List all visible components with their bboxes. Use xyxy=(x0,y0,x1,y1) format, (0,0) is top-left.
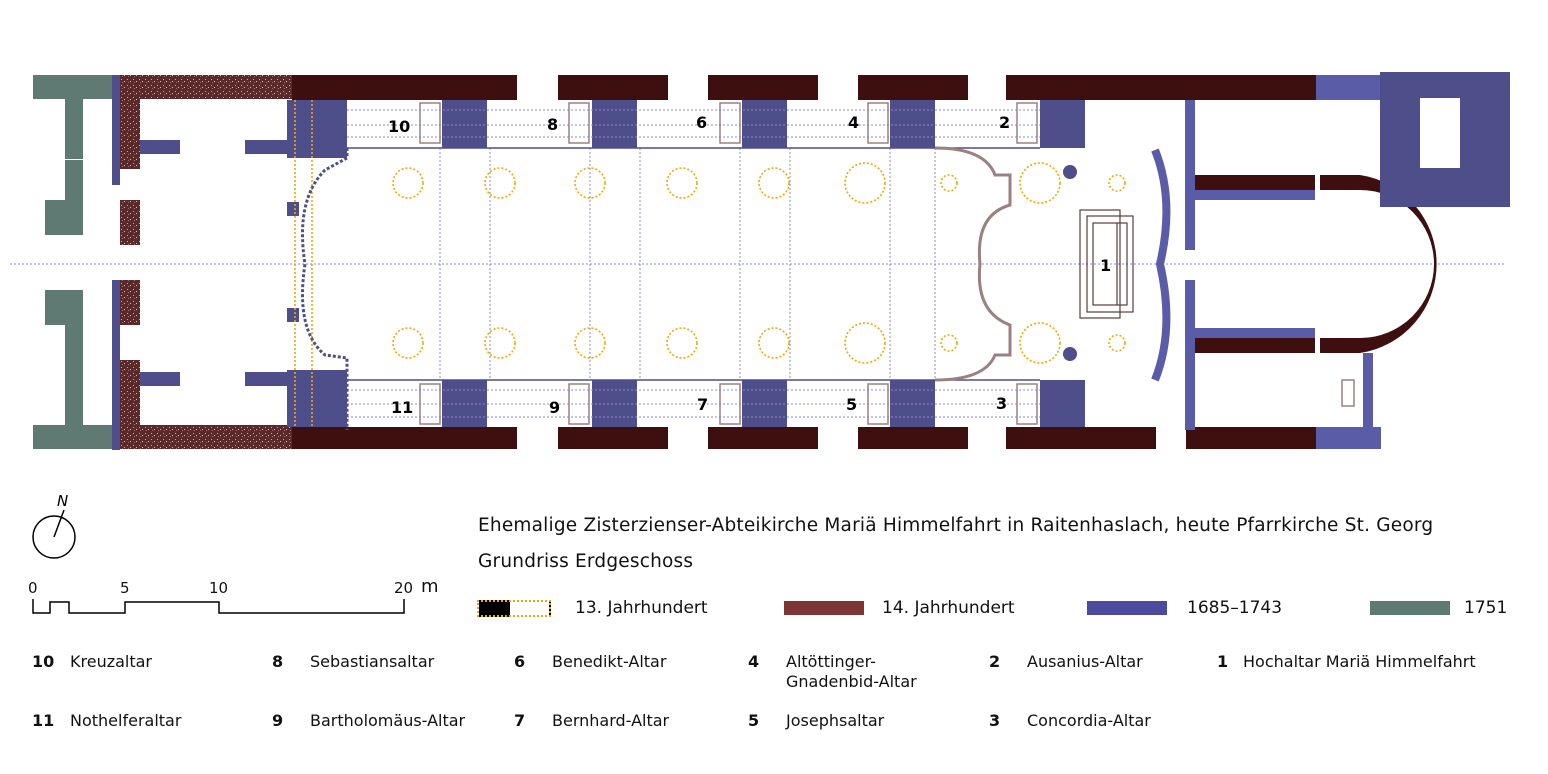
altar-num: 5 xyxy=(748,711,760,730)
gothic-piers xyxy=(294,100,1126,427)
plan-label-10: 10 xyxy=(388,117,410,136)
altar-num: 4 xyxy=(748,652,760,671)
altar-num: 3 xyxy=(989,711,1001,730)
scale-unit: m xyxy=(421,576,439,597)
altar-num: 1 xyxy=(1217,652,1229,671)
north-arrow-icon: N xyxy=(32,492,76,559)
side-altars xyxy=(419,102,1355,425)
legend-13th-century: 13. Jahrhundert xyxy=(477,597,708,619)
choir-screen xyxy=(934,146,1012,382)
altar-key-10: 10 Kreuzaltar xyxy=(32,652,152,672)
altar-key-3: 3 Concordia-Altar xyxy=(989,711,1151,731)
altar-num: 9 xyxy=(272,711,284,730)
legend-label: 1685–1743 xyxy=(1187,598,1283,618)
west-block-walls xyxy=(112,75,292,450)
altar-key-11: 11 Nothelferaltar xyxy=(32,711,181,731)
legend-swatch-baroque xyxy=(1087,601,1167,615)
altar-name: Sebastiansaltar xyxy=(310,652,435,671)
altar-key-9: 9 Bartholomäus-Altar xyxy=(272,711,465,731)
altar-num: 11 xyxy=(32,711,55,730)
altar-key-1: 1 Hochaltar Mariä Himmelfahrt xyxy=(1217,652,1476,672)
plan-label-2: 2 xyxy=(999,113,1010,132)
legend-1751: 1751 xyxy=(1370,597,1507,619)
plan-label-9: 9 xyxy=(549,398,560,417)
plan-title: Ehemalige Zisterzienser-Abteikirche Mari… xyxy=(478,515,1434,536)
altar-num: 10 xyxy=(32,652,55,671)
altar-key-6: 6 Benedikt-Altar xyxy=(514,652,666,672)
north-label: N xyxy=(57,492,68,510)
altar-num: 2 xyxy=(989,652,1001,671)
legend-swatch-13th xyxy=(477,599,551,617)
altar-num: 7 xyxy=(514,711,526,730)
scale-tick-20: 20 xyxy=(394,579,414,597)
altar-name: Altöttinger-Gnadenbid-Altar xyxy=(786,652,917,692)
organ-gallery xyxy=(301,148,349,430)
altar-name: Concordia-Altar xyxy=(1027,711,1151,730)
altar-name: Nothelferaltar xyxy=(70,711,182,730)
scale-tick-0: 0 xyxy=(28,579,38,597)
plan-label-8: 8 xyxy=(547,115,558,134)
altar-num: 8 xyxy=(272,652,284,671)
altar-key-8: 8 Sebastiansaltar xyxy=(272,652,434,672)
altar-name: Benedikt-Altar xyxy=(552,652,667,671)
west-facade-1751 xyxy=(33,75,113,449)
altar-name: Bernhard-Altar xyxy=(552,711,670,730)
altar-name: Josephsaltar xyxy=(786,711,885,730)
legend-label: 14. Jahrhundert xyxy=(882,598,1015,618)
plan-label-4: 4 xyxy=(848,113,859,132)
scale-bar xyxy=(32,599,405,614)
plan-subtitle: Grundriss Erdgeschoss xyxy=(478,551,694,572)
altar-num: 6 xyxy=(514,652,526,671)
choir-walls xyxy=(1063,72,1510,449)
legend-swatch-1751 xyxy=(1370,601,1450,615)
legend-swatch-14th xyxy=(784,601,864,615)
plan-label-5: 5 xyxy=(846,395,857,414)
altar-name: Hochaltar Mariä Himmelfahrt xyxy=(1243,652,1476,671)
altar-name: Bartholomäus-Altar xyxy=(310,711,466,730)
high-altar xyxy=(1079,209,1134,319)
nave-walls xyxy=(292,75,1316,449)
altar-key-7: 7 Bernhard-Altar xyxy=(514,711,669,731)
altar-key-5: 5 Josephsaltar xyxy=(748,711,884,731)
plan-label-7: 7 xyxy=(697,395,708,414)
legend-14th-century: 14. Jahrhundert xyxy=(784,597,1015,619)
plan-label-3: 3 xyxy=(996,394,1007,413)
plan-label-1: 1 xyxy=(1100,256,1111,275)
aisle-lines xyxy=(347,109,1040,418)
altar-name-line2: Gnadenbid-Altar xyxy=(786,672,917,691)
altar-name: Ausanius-Altar xyxy=(1027,652,1143,671)
floor-plan: 10 8 6 4 2 11 9 7 5 3 1 xyxy=(10,72,1510,450)
altar-key-2: 2 Ausanius-Altar xyxy=(989,652,1143,672)
legend-1685-1743: 1685–1743 xyxy=(1087,597,1282,619)
plan-label-6: 6 xyxy=(696,113,707,132)
altar-name: Kreuzaltar xyxy=(70,652,153,671)
legend-label: 1751 xyxy=(1464,598,1508,618)
altar-name-line1: Altöttinger- xyxy=(786,652,876,671)
altar-key-4: 4 Altöttinger-Gnadenbid-Altar xyxy=(748,652,917,692)
legend-label: 13. Jahrhundert xyxy=(575,598,708,618)
scale-tick-10: 10 xyxy=(209,579,229,597)
scale-tick-5: 5 xyxy=(120,579,130,597)
nave-piers xyxy=(287,100,1085,427)
plan-label-11: 11 xyxy=(391,398,413,417)
